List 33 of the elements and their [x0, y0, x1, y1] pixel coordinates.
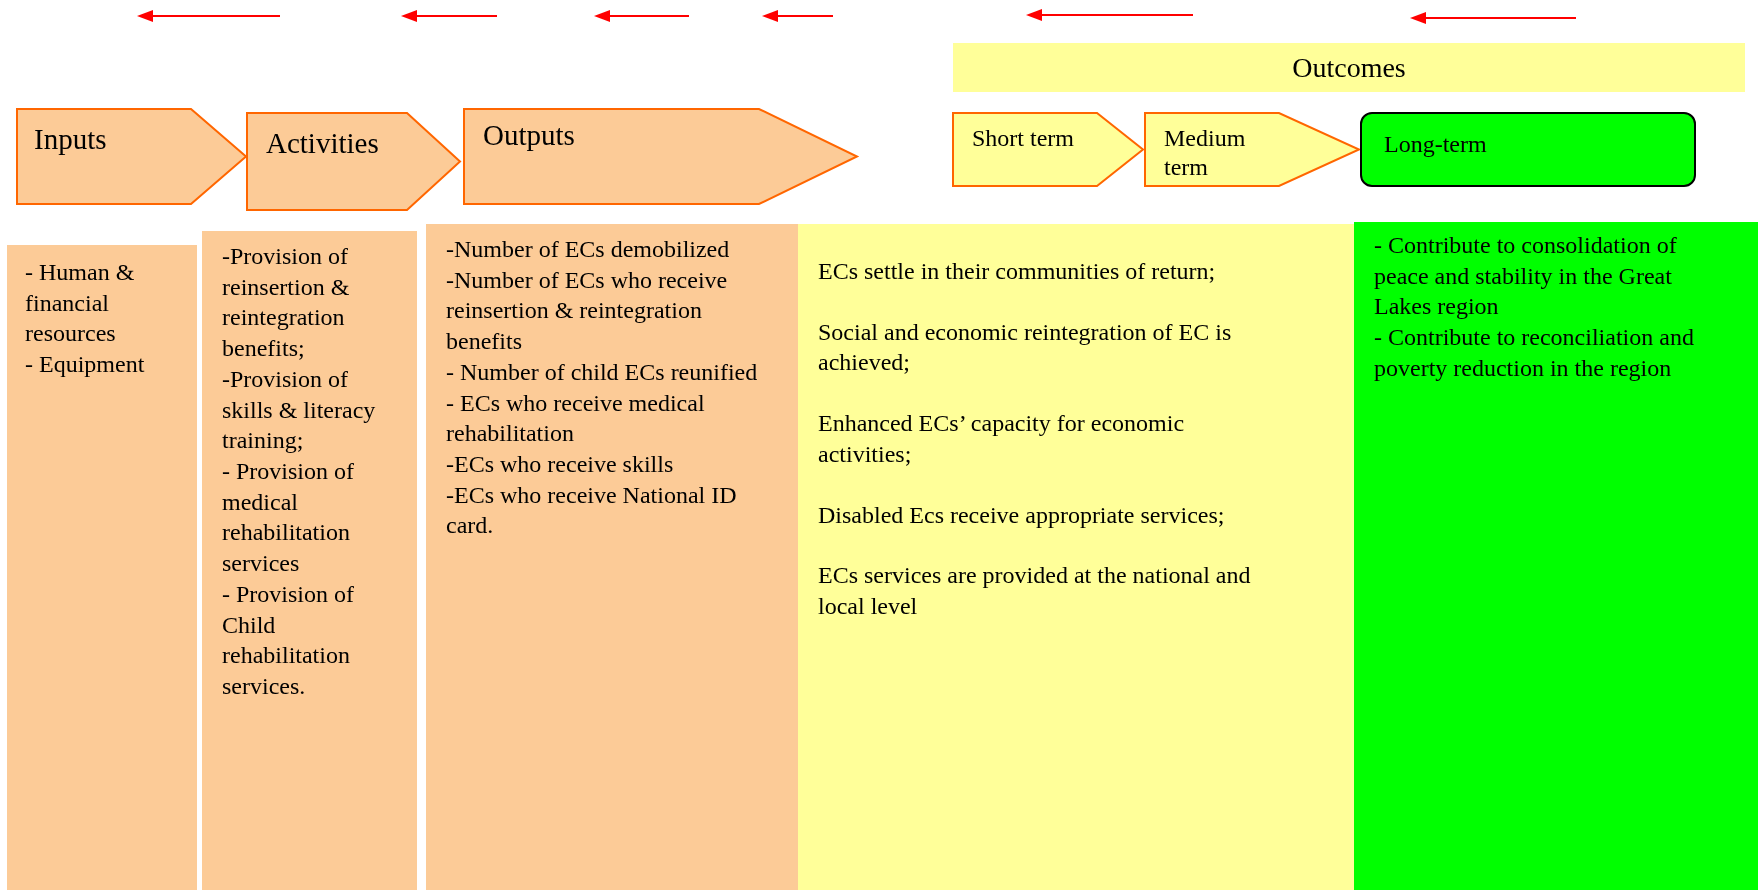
list-item: Social and economic reintegration of EC is achieved;	[818, 317, 1233, 378]
list-item: -ECs who receive National ID card.	[446, 480, 738, 541]
list-item: ECs settle in their communities of return;	[818, 257, 1217, 286]
stage-label: Medium term	[1164, 124, 1247, 182]
header-band	[953, 43, 1745, 92]
list-item: - Provision of Child rehabilitation services.	[222, 579, 355, 702]
band-title: Outcomes	[1292, 51, 1406, 84]
column-panel	[426, 224, 798, 890]
list-item: - Contribute to reconciliation and poverty reduction in the region	[1374, 323, 1695, 383]
stage-label: Short term	[972, 124, 1075, 153]
list-item: Disabled Ecs receive appropriate services;	[818, 500, 1226, 530]
list-item: ECs services are provided at the national and local level	[818, 561, 1252, 622]
column-panel	[202, 231, 417, 890]
list-item: - Provision of medical rehabilitation services	[222, 457, 355, 579]
list-item: -Number of ECs demobilized	[446, 235, 731, 264]
list-item: - ECs who receive medical rehabilitation	[446, 388, 706, 449]
stage-label: Outputs	[483, 118, 576, 153]
list-item: - Contribute to consolidation of peace and stability in the Great Lakes region	[1374, 231, 1678, 322]
column-panel	[1354, 222, 1758, 890]
list-item: - Human & financial resources	[25, 258, 136, 349]
list-item: - Equipment	[25, 350, 146, 380]
list-item: -ECs who receive skills	[446, 450, 675, 480]
list-item: -Provision of skills & literacy training;	[222, 364, 377, 456]
column-panel	[798, 224, 1354, 890]
list-item: Enhanced ECs’ capacity for economic activities;	[818, 409, 1186, 469]
column-panel	[7, 245, 197, 890]
stage-label: Long-term	[1384, 130, 1488, 159]
list-item: -Number of ECs who receive reinsertion & reintegration benefits	[446, 265, 729, 357]
stage-label: Activities	[266, 126, 380, 161]
list-item: -Provision of reinsertion & reintegration benefits;	[222, 242, 351, 364]
stage-label: Inputs	[34, 122, 108, 157]
stage-box	[1360, 112, 1696, 187]
list-item: - Number of child ECs reunified	[446, 357, 759, 387]
